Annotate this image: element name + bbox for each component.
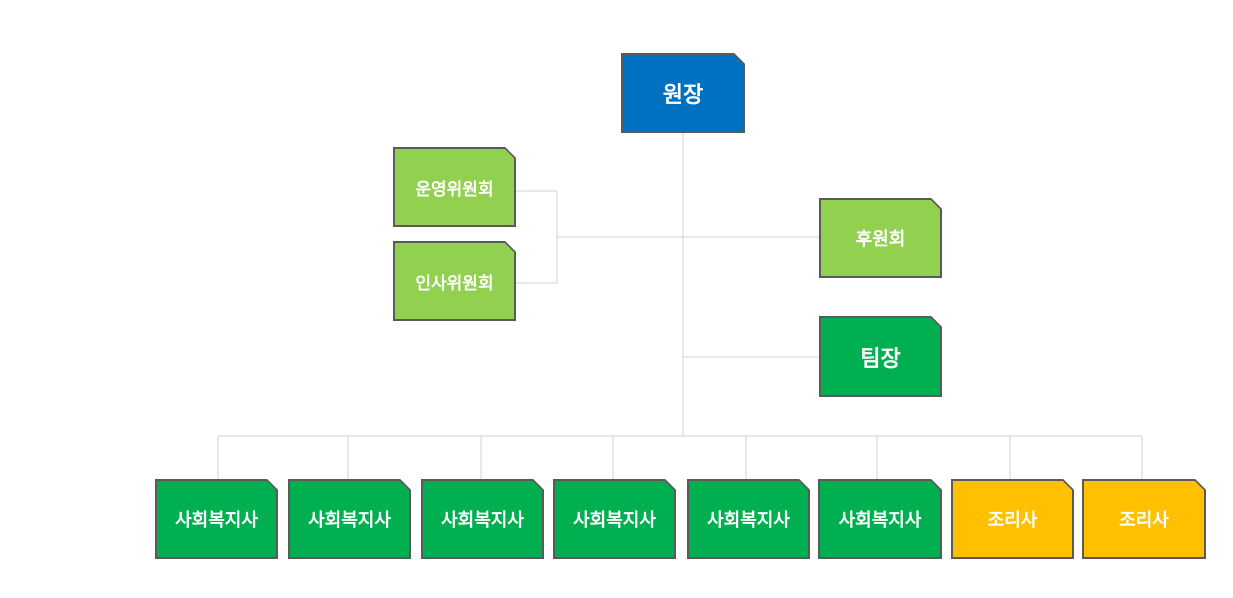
staff-node: 사회복지사 (421, 479, 544, 559)
staff-node: 사회복지사 (818, 479, 942, 559)
personnel-committee-label: 인사위원회 (415, 273, 494, 294)
staff-label: 사회복지사 (707, 510, 790, 531)
staff-label: 사회복지사 (441, 510, 524, 531)
cook-node: 조리사 (1082, 479, 1206, 559)
personnel-committee-node: 인사위원회 (393, 241, 516, 321)
operations-committee-label: 운영위원회 (415, 179, 494, 200)
staff-label: 사회복지사 (308, 510, 391, 531)
staff-node: 사회복지사 (687, 479, 810, 559)
team-leader-node: 팀장 (819, 316, 942, 397)
team-leader-label: 팀장 (860, 346, 901, 372)
staff-node: 사회복지사 (155, 479, 278, 559)
support-group-label: 후원회 (855, 229, 906, 250)
cook-label: 조리사 (1119, 510, 1169, 531)
director-label: 원장 (662, 83, 704, 108)
staff-node: 사회복지사 (553, 479, 676, 559)
cook-node: 조리사 (951, 479, 1074, 559)
operations-committee-node: 운영위원회 (393, 147, 516, 227)
staff-label: 사회복지사 (838, 510, 922, 531)
staff-node: 사회복지사 (288, 479, 411, 559)
cook-label: 조리사 (987, 510, 1038, 531)
staff-label: 사회복지사 (175, 510, 258, 531)
staff-label: 사회복지사 (573, 510, 656, 531)
support-group-node: 후원회 (819, 198, 942, 278)
director-node: 원장 (621, 53, 745, 133)
